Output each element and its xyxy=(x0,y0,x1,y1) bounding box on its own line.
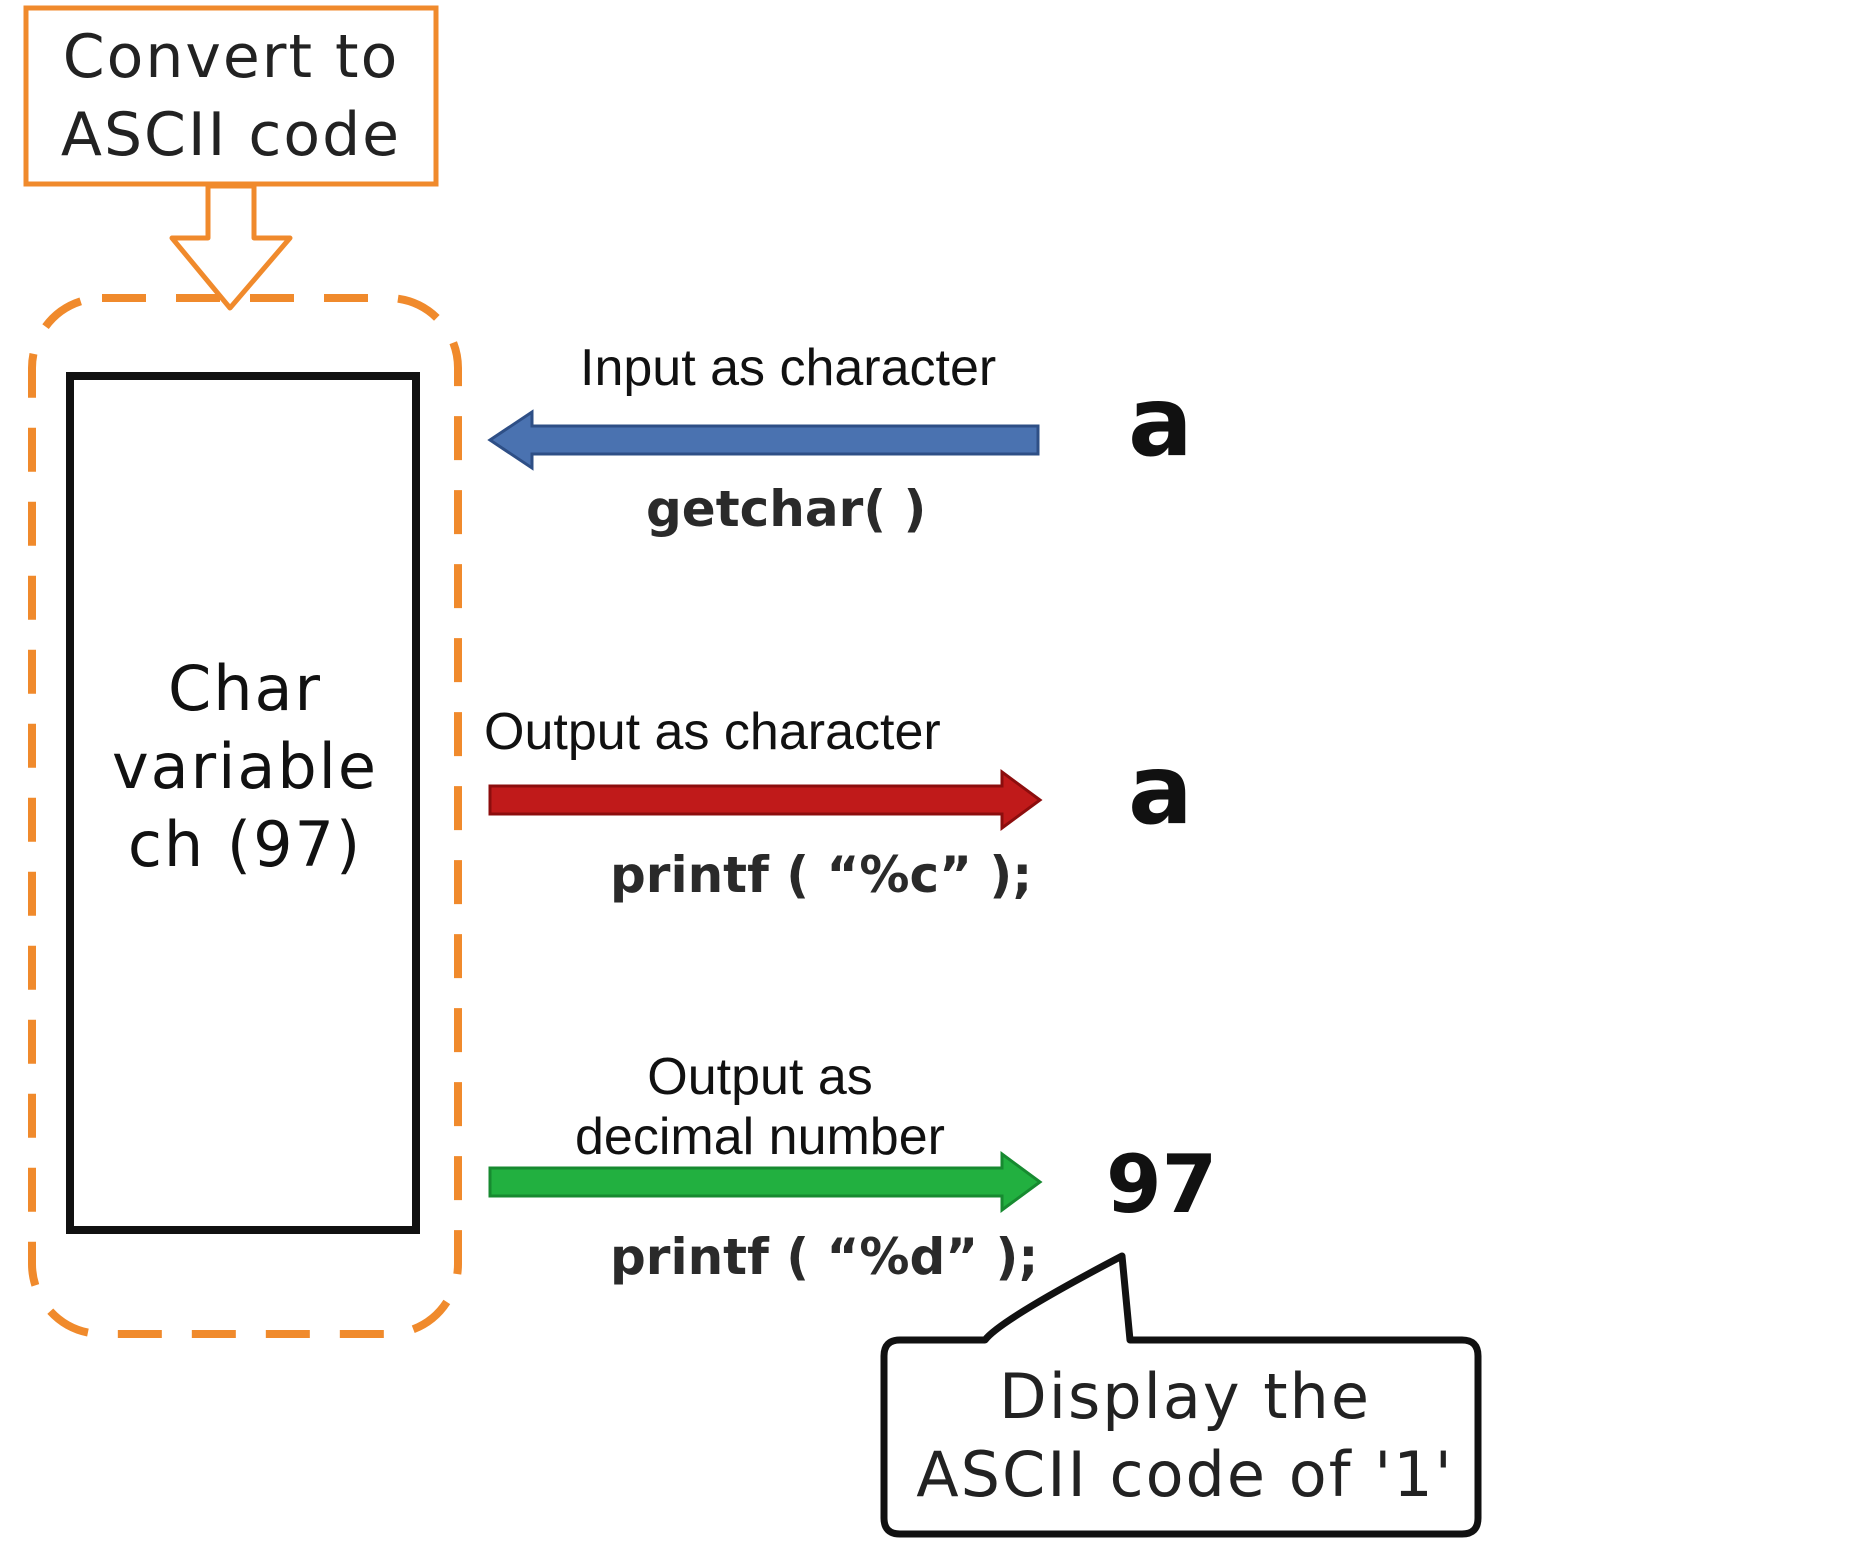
variable-box xyxy=(66,372,420,1234)
output-decimal-label: Output as decimal number xyxy=(500,1055,1020,1158)
output-char-value: a xyxy=(1128,734,1193,846)
callout-line-1: Display the xyxy=(999,1360,1371,1433)
output-char-code: printf ( “%c” ); xyxy=(610,846,1033,904)
header-line-1: Convert to xyxy=(62,22,400,92)
callout-bubble xyxy=(880,1252,1482,1538)
variable-line-1: Char xyxy=(167,652,323,725)
convert-down-arrow xyxy=(169,183,293,311)
output-decimal-code: printf ( “%d” ); xyxy=(610,1228,1039,1286)
output-decimal-label-line-2: decimal number xyxy=(575,1108,945,1158)
header-label: Convert to ASCII code xyxy=(26,18,436,174)
output-decimal-value: 97 xyxy=(1106,1138,1218,1231)
callout-label: Display the ASCII code of '1' xyxy=(885,1358,1485,1514)
variable-line-2: variable xyxy=(111,730,379,803)
output-char-label: Output as character xyxy=(484,703,941,761)
output-decimal-arrow xyxy=(488,1151,1043,1213)
dashed-container xyxy=(28,294,462,1338)
input-value: a xyxy=(1128,366,1193,478)
output-decimal-label-line-1: Output as xyxy=(647,1055,873,1106)
header-line-2: ASCII code xyxy=(60,100,402,170)
callout-line-2: ASCII code of '1' xyxy=(916,1438,1454,1511)
input-code: getchar( ) xyxy=(646,480,927,538)
variable-label: Char variable ch (97) xyxy=(70,650,420,884)
output-char-arrow xyxy=(488,769,1043,831)
variable-line-3: ch (97) xyxy=(127,808,363,881)
input-arrow xyxy=(487,409,1040,471)
input-label: Input as character xyxy=(580,339,997,397)
